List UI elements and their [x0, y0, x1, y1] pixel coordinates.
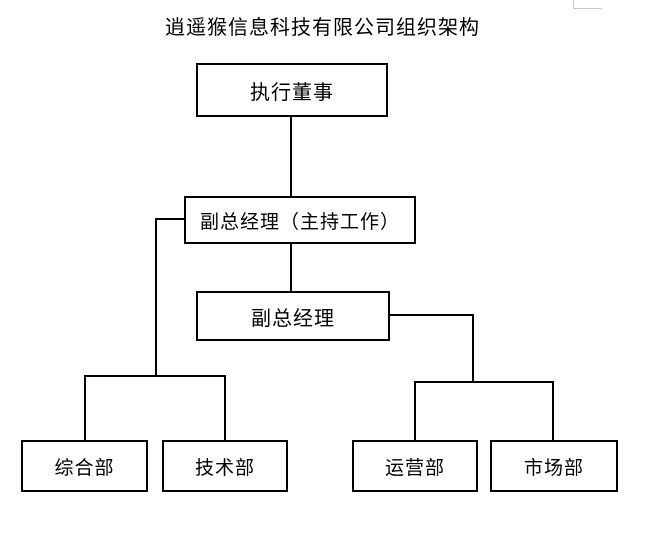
- node-dept-technology-label: 技术部: [194, 457, 255, 479]
- page-title: 逍遥猴信息科技有限公司组织架构: [165, 17, 480, 39]
- node-executive-director-label: 执行董事: [250, 81, 334, 104]
- connector-executive-to-deputy-presiding: [290, 117, 292, 197]
- node-deputy-gm: 副总经理: [196, 291, 390, 341]
- connector-left-bracket-bar: [84, 375, 226, 377]
- node-deputy-gm-presiding: 副总经理（主持工作）: [184, 196, 416, 244]
- connector-right-branch-stub: [390, 314, 474, 316]
- node-dept-technology: 技术部: [162, 440, 288, 492]
- node-dept-marketing-label: 市场部: [523, 457, 584, 479]
- connector-left-branch-stub: [155, 218, 185, 220]
- connector-left-branch-drop: [155, 218, 157, 377]
- node-dept-operations-label: 运营部: [384, 457, 445, 479]
- node-executive-director: 执行董事: [196, 63, 388, 117]
- node-deputy-gm-label: 副总经理: [251, 307, 335, 330]
- connector-right-bracket-bar: [414, 381, 554, 383]
- connector-to-dept-marketing: [552, 381, 554, 441]
- connector-right-branch-drop: [472, 314, 474, 382]
- connector-to-dept-general-affairs: [84, 375, 86, 441]
- node-dept-operations: 运营部: [352, 440, 478, 492]
- page-corner-artifact: [573, 0, 602, 9]
- node-dept-marketing: 市场部: [490, 440, 618, 492]
- connector-to-dept-technology: [224, 375, 226, 441]
- connector-to-dept-operations: [414, 381, 416, 441]
- connector-deputy-presiding-to-deputy: [290, 243, 292, 292]
- node-dept-general-affairs: 综合部: [21, 440, 148, 492]
- node-deputy-gm-presiding-label: 副总经理（主持工作）: [199, 211, 400, 233]
- node-dept-general-affairs-label: 综合部: [54, 457, 115, 479]
